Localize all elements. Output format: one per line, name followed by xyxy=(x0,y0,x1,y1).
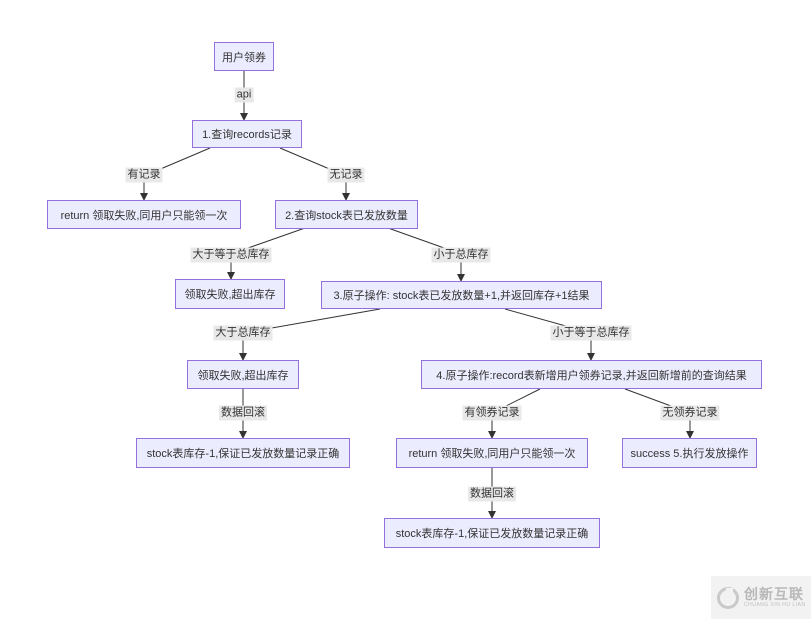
edge-label-rollback-b: 数据回滚 xyxy=(468,486,516,502)
node-atomic-record[interactable]: 4.原子操作:record表新增用户领券记录,并返回新增前的查询结果 xyxy=(421,360,762,389)
edge-label-no-record: 无记录 xyxy=(327,167,365,183)
edge-label-has-coupon: 有领券记录 xyxy=(462,405,522,421)
node-fail-exceed-1[interactable]: 领取失败,超出库存 xyxy=(175,279,285,309)
watermark: 创新互联 CHUANG XIN HU LIAN xyxy=(711,576,811,619)
node-user-claim[interactable]: 用户领券 xyxy=(214,42,274,71)
edge-label-lt-total: 小于总库存 xyxy=(431,247,491,263)
edge-label-api: api xyxy=(234,87,254,103)
node-fail-exceed-2[interactable]: 领取失败,超出库存 xyxy=(187,360,299,389)
node-return-fail-2[interactable]: return 领取失败,同用户只能领一次 xyxy=(396,438,588,468)
edge-label-rollback-a: 数据回滚 xyxy=(219,405,267,421)
node-success[interactable]: success 5.执行发放操作 xyxy=(622,438,757,468)
edge-label-no-coupon: 无领券记录 xyxy=(660,405,720,421)
watermark-brand: 创新互联 xyxy=(744,586,804,602)
watermark-sub: CHUANG XIN HU LIAN xyxy=(744,602,806,608)
node-atomic-stock[interactable]: 3.原子操作: stock表已发放数量+1,并返回库存+1结果 xyxy=(321,281,602,309)
edge-label-gte-total: 大于等于总库存 xyxy=(190,247,272,263)
edge-label-has-record: 有记录 xyxy=(125,167,163,183)
edge-label-gt-total: 大于总库存 xyxy=(213,325,273,341)
node-query-stock[interactable]: 2.查询stock表已发放数量 xyxy=(275,200,418,229)
brand-logo-icon xyxy=(717,586,739,609)
node-return-fail-1[interactable]: return 领取失败,同用户只能领一次 xyxy=(47,200,241,229)
node-rollback-2[interactable]: stock表库存-1,保证已发放数量记录正确 xyxy=(384,518,600,548)
node-query-records[interactable]: 1.查询records记录 xyxy=(192,120,302,148)
edge-label-lte-total: 小于等于总库存 xyxy=(550,325,632,341)
node-rollback-1[interactable]: stock表库存-1,保证已发放数量记录正确 xyxy=(136,438,350,468)
